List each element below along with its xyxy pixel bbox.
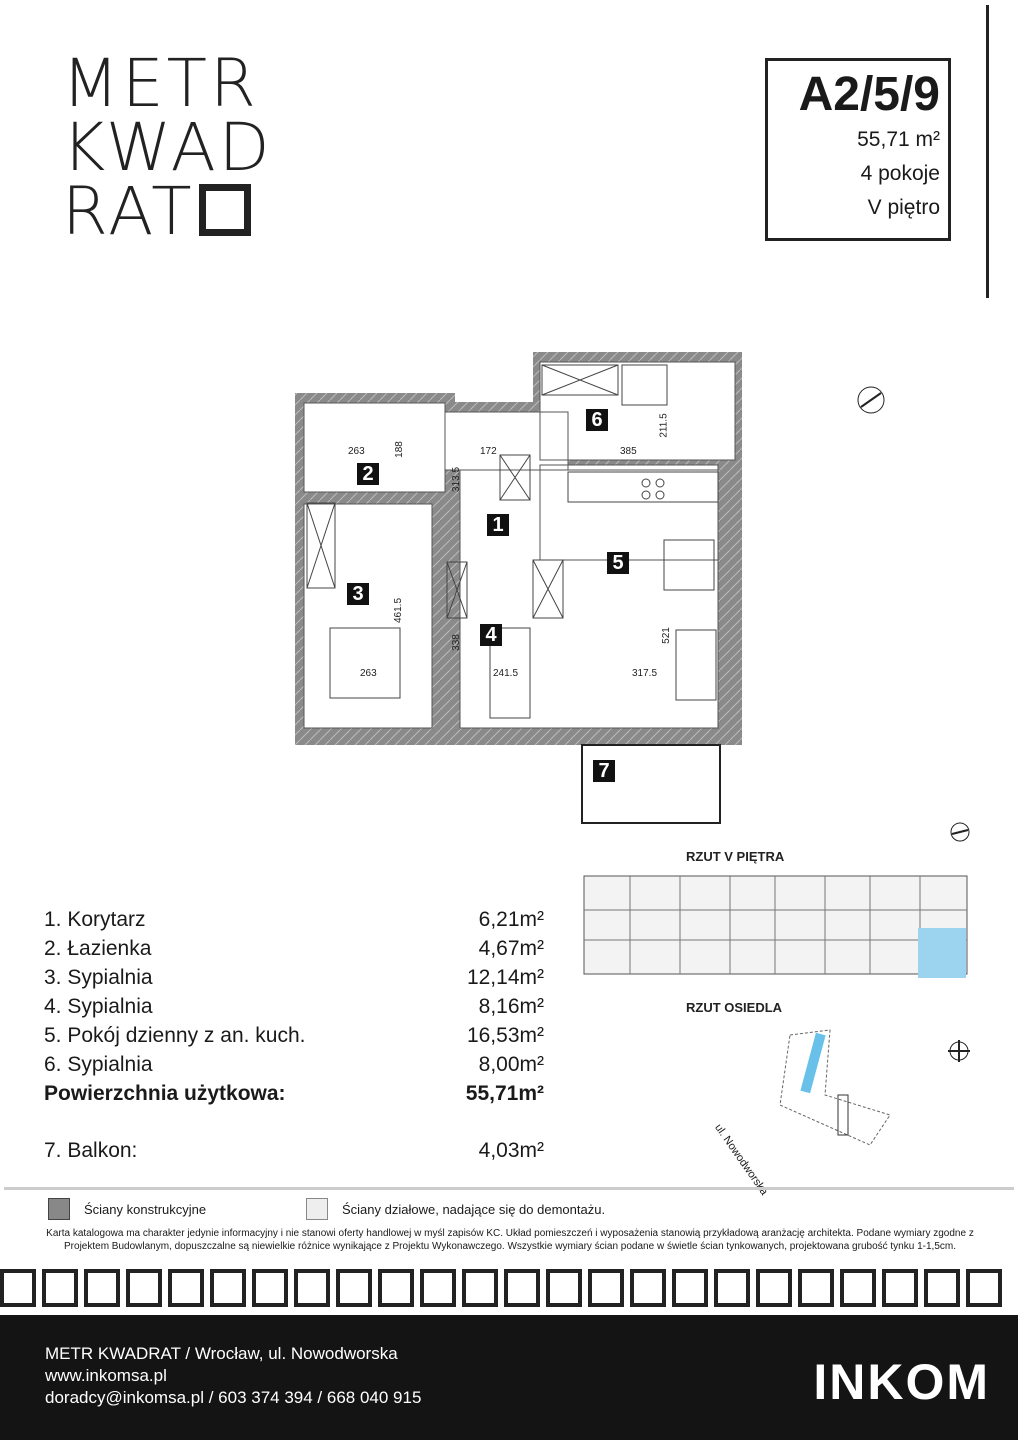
room-row: 5. Pokój dzienny z an. kuch. 16,53m² [44, 1021, 544, 1050]
room-list: 1. Korytarz 6,21m² 2. Łazienka 4,67m² 3. S… [44, 905, 544, 1165]
dimension: 461.5 [393, 597, 405, 624]
apartment-area: 55,71 m² [857, 128, 940, 151]
logo-line: KWAD [62, 109, 273, 186]
room-area: 12,14m² [466, 966, 544, 989]
logo: METR KWAD RAT [62, 45, 273, 245]
footer-address: METR KWADRAT / Wrocław, ul. Nowodworska [45, 1344, 398, 1363]
balcony-row: 7. Balkon: 4,03m² [44, 1136, 544, 1165]
disclaimer-line: Karta katalogowa ma charakter jedynie in… [46, 1228, 974, 1239]
logo-line: METR [62, 45, 259, 122]
room-area: 16,53m² [466, 1024, 544, 1047]
footer-website[interactable]: www.inkomsa.pl [45, 1366, 167, 1385]
divider [986, 5, 989, 298]
logo-square-icon [198, 184, 251, 236]
floor-minimap [583, 875, 968, 978]
footer-contact[interactable]: doradcy@inkomsa.pl / 603 374 394 / 668 0… [45, 1388, 422, 1407]
dimension: 521 [660, 627, 672, 644]
dimension: 313.5 [451, 466, 463, 493]
room-name: 1. Korytarz [44, 908, 146, 931]
estate-map-title: RZUT OSIEDLA [686, 1000, 783, 1015]
room-row: 3. Sypialnia 12,14m² [44, 963, 544, 992]
compass-icon [948, 1040, 970, 1062]
room-label-6: 6 [586, 409, 608, 431]
room-area: 6,21m² [478, 908, 544, 931]
dimension: 211.5 [658, 413, 670, 438]
room-row: 6. Sypialnia 8,00m² [44, 1050, 544, 1079]
structural-swatch-icon [48, 1198, 70, 1220]
room-name: 4. Sypialnia [44, 995, 153, 1018]
floor-plan [295, 352, 742, 824]
dimension: 263 [360, 668, 377, 679]
apartment-highlight [918, 928, 966, 978]
legend-partition: Ściany działowe, nadające się do demonta… [306, 1198, 605, 1220]
room-area: 4,67m² [478, 937, 544, 960]
decorative-pattern [0, 1265, 1018, 1311]
room-label-1: 1 [487, 514, 509, 536]
room-label-5: 5 [607, 552, 629, 574]
brand-logo: INKOM [813, 1354, 990, 1410]
room-name: 6. Sypialnia [44, 1053, 153, 1076]
room-label-7: 7 [593, 760, 615, 782]
dimension: 172 [480, 446, 497, 457]
room-name: 5. Pokój dzienny z an. kuch. [44, 1024, 306, 1047]
room-area: 8,00m² [478, 1053, 544, 1076]
dimension: 241.5 [493, 668, 519, 679]
room-row: 1. Korytarz 6,21m² [44, 905, 544, 934]
balcony [581, 744, 721, 824]
dimension: 263 [348, 446, 365, 457]
divider [4, 1187, 1014, 1190]
dimension: 188 [393, 441, 405, 458]
disclaimer: Karta katalogowa ma charakter jedynie in… [40, 1227, 980, 1253]
logo-line: RAT [62, 173, 195, 250]
apartment-rooms: 4 pokoje [860, 162, 940, 185]
balcony-area: 4,03m² [478, 1139, 544, 1162]
total-row: Powierzchnia użytkowa: 55,71m² [44, 1079, 544, 1108]
legend-label: Ściany konstrukcyjne [84, 1201, 207, 1217]
legend-label: Ściany działowe, nadające się do demonta… [342, 1201, 606, 1217]
disclaimer-line: Projektem Budowlanym, dopuszczalne są ni… [64, 1241, 956, 1252]
compass-icon [950, 822, 970, 842]
apartment-floor: V piętro [867, 196, 940, 219]
floor-map-title: RZUT V PIĘTRA [686, 849, 785, 864]
footer: METR KWADRAT / Wrocław, ul. Nowodworska … [0, 1315, 1018, 1440]
estate-minimap [779, 1029, 891, 1146]
dimension: 317.5 [632, 668, 658, 679]
partition-swatch-icon [306, 1198, 328, 1220]
compass-icon [857, 386, 885, 414]
dimension: 338 [450, 634, 462, 651]
room-row: 4. Sypialnia 8,16m² [44, 992, 544, 1021]
room-label-4: 4 [480, 624, 502, 646]
room-name: 2. Łazienka [44, 937, 152, 960]
apartment-code: A2/5/9 [798, 68, 940, 121]
dimension: 385 [620, 446, 637, 457]
room-label-3: 3 [347, 583, 369, 605]
room-name: 3. Sypialnia [44, 966, 153, 989]
room-area: 8,16m² [478, 995, 544, 1018]
legend-structural: Ściany konstrukcyjne [48, 1198, 206, 1220]
balcony-label: 7. Balkon: [44, 1139, 138, 1162]
room-label-2: 2 [357, 463, 379, 485]
total-area: 55,71m² [465, 1082, 544, 1105]
total-label: Powierzchnia użytkowa: [44, 1082, 286, 1105]
apartment-info-box: A2/5/9 55,71 m² 4 pokoje V piętro [765, 58, 951, 241]
room-row: 2. Łazienka 4,67m² [44, 934, 544, 963]
